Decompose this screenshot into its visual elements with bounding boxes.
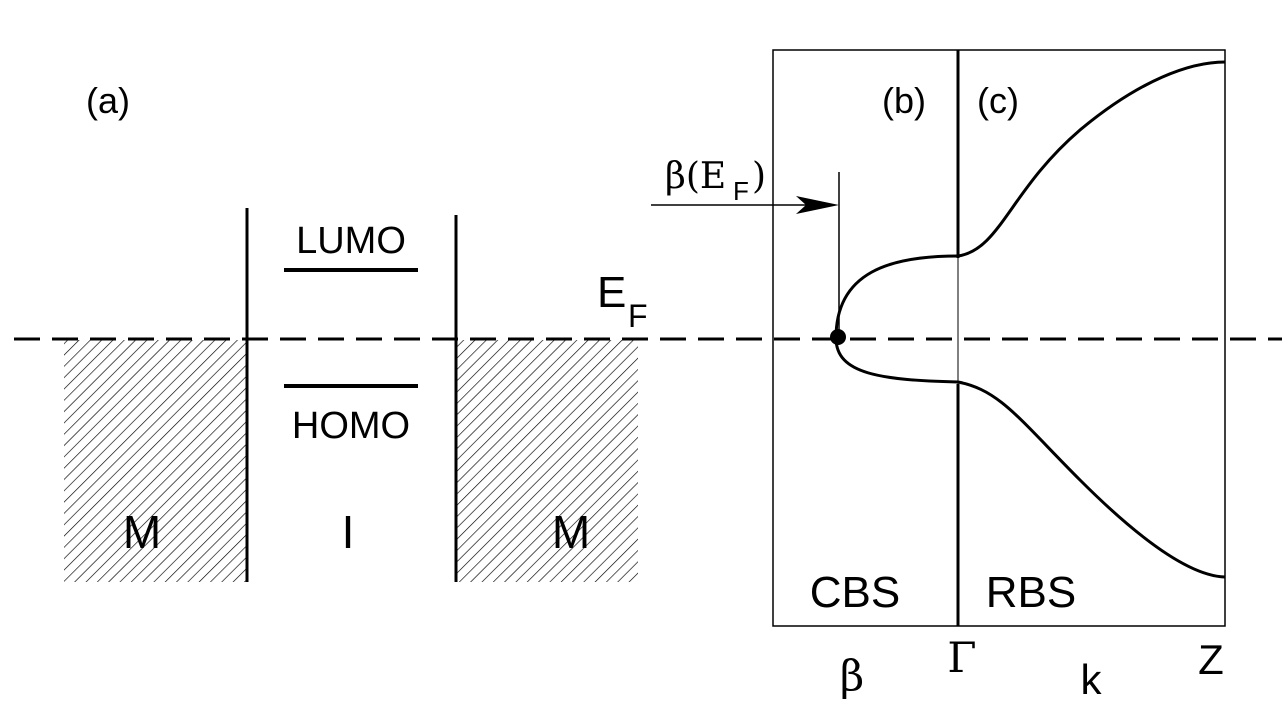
beta-axis-label: β (840, 651, 864, 700)
beta-ef-subscript: F (733, 176, 749, 206)
z-point-label: Z (1198, 636, 1224, 683)
rbs-upper-band (957, 60, 1226, 258)
panel-c-label: (c) (977, 80, 1019, 121)
left-metal-hatch (64, 340, 246, 582)
right-metal-label: M (552, 506, 590, 558)
panel-a-label: (a) (86, 80, 130, 121)
rbs-label: RBS (986, 568, 1076, 617)
cbs-label: CBS (810, 568, 900, 617)
cbs-rbs-frame (772, 49, 1226, 627)
homo-label: HOMO (292, 405, 410, 447)
insulator-label: I (342, 506, 355, 558)
beta-point-marker (830, 329, 846, 345)
gamma-point-label: Γ (947, 633, 976, 682)
k-axis-label: k (1081, 656, 1103, 703)
cbs-curve (834, 254, 959, 384)
beta-ef-label: β(E (665, 156, 726, 197)
fermi-level-label: E (597, 268, 626, 317)
rbs-lower-band (957, 380, 1226, 579)
right-metal-hatch (457, 340, 638, 582)
lumo-label: LUMO (296, 220, 406, 262)
left-metal-label: M (123, 506, 161, 558)
beta-arrow-head (796, 196, 839, 214)
fermi-level-subscript: F (628, 298, 648, 334)
panel-b-label: (b) (882, 80, 926, 121)
beta-ef-close-paren: ) (752, 156, 766, 197)
